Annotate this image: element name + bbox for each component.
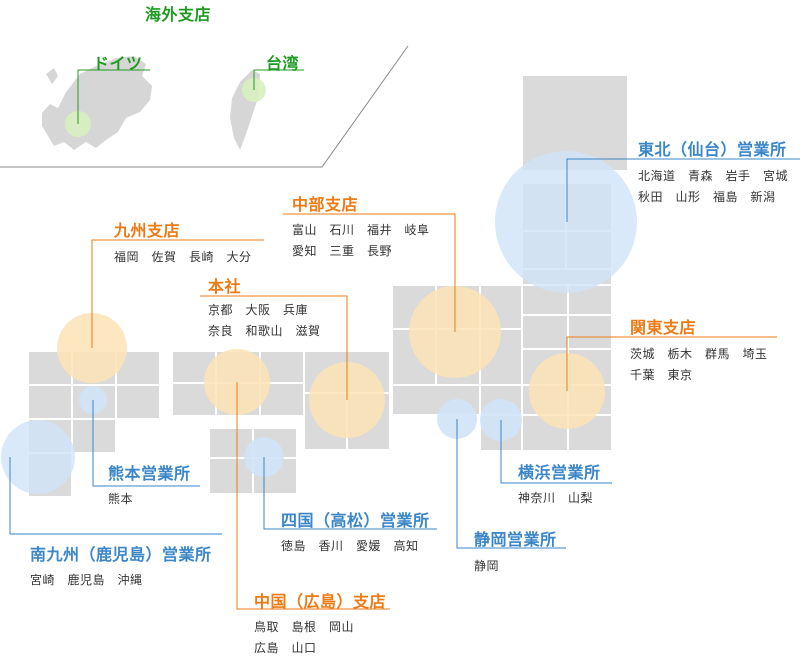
shikoku-prefs-1: 徳島 香川 愛媛 高知 bbox=[281, 539, 419, 553]
tohoku-prefs-2: 秋田 山形 福島 新潟 bbox=[638, 190, 776, 204]
chubu-prefs-1: 富山 石川 福井 岐阜 bbox=[292, 223, 430, 237]
honsha-title: 本社 bbox=[208, 277, 242, 296]
kyushu-prefs-1: 福岡 佐賀 長崎 大分 bbox=[114, 250, 252, 264]
kanto-prefs-2: 千葉 東京 bbox=[630, 368, 693, 382]
yokohama-office-title: 横浜営業所 bbox=[518, 463, 601, 482]
germany-label: ドイツ bbox=[93, 54, 143, 73]
honsha-prefs-1: 京都 大阪 兵庫 bbox=[208, 303, 309, 317]
kanto-branch-title: 関東支店 bbox=[630, 318, 697, 337]
overseas-inset-border bbox=[0, 45, 409, 168]
taiwan-label: 台湾 bbox=[266, 54, 300, 73]
shizuoka-prefs-1: 静岡 bbox=[474, 559, 500, 573]
honsha-prefs-2: 奈良 和歌山 滋賀 bbox=[208, 324, 321, 338]
chugoku-prefs-2: 広島 山口 bbox=[254, 641, 317, 655]
yokohama-prefs-1: 神奈川 山梨 bbox=[518, 491, 594, 505]
tohoku-prefs-1: 北海道 青森 岩手 宮城 bbox=[638, 169, 789, 183]
kyushu-branch-title: 九州支店 bbox=[114, 221, 181, 240]
chubu-prefs-2: 愛知 三重 長野 bbox=[292, 244, 393, 258]
shizuoka-office-title: 静岡営業所 bbox=[474, 530, 557, 549]
overseas-heading: 海外支店 bbox=[145, 5, 212, 24]
minamikyushu-prefs-1: 宮崎 鹿児島 沖縄 bbox=[30, 573, 143, 587]
kumamoto-office-title: 熊本営業所 bbox=[108, 464, 191, 483]
kumamoto-prefs-1: 熊本 bbox=[108, 492, 134, 506]
kanto-prefs-1: 茨城 栃木 群馬 埼玉 bbox=[630, 347, 768, 361]
chugoku-branch-title: 中国（広島）支店 bbox=[254, 592, 387, 611]
leader-lines bbox=[9, 69, 800, 610]
chubu-branch-title: 中部支店 bbox=[292, 195, 359, 214]
minamikyushu-office-title: 南九州（鹿児島）営業所 bbox=[30, 545, 212, 564]
shikoku-office-title: 四国（高松）営業所 bbox=[281, 511, 430, 530]
chugoku-prefs-1: 鳥取 島根 岡山 bbox=[254, 620, 355, 634]
tohoku-office-title: 東北（仙台）営業所 bbox=[638, 140, 787, 159]
